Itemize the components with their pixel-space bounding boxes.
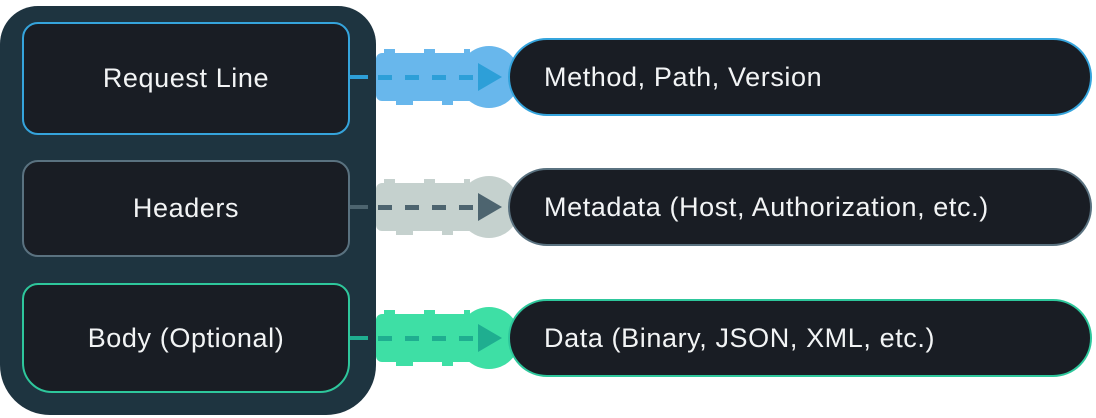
node-body-optional: Body (Optional) — [22, 283, 350, 393]
arrow-headers — [350, 175, 520, 239]
detail-metadata: Metadata (Host, Authorization, etc.) — [508, 168, 1092, 246]
dashed-line — [378, 205, 478, 210]
detail-label: Data (Binary, JSON, XML, etc.) — [544, 322, 936, 353]
node-body-optional-label: Body (Optional) — [87, 322, 285, 353]
node-headers: Headers — [22, 160, 350, 257]
node-headers-label: Headers — [132, 193, 240, 223]
detail-label: Metadata (Host, Authorization, etc.) — [544, 191, 989, 222]
node-request-line-label: Request Line — [102, 63, 270, 93]
node-request-line: Request Line — [22, 22, 350, 135]
connector-stub — [350, 205, 368, 209]
arrowhead-icon — [478, 63, 502, 91]
arrowhead-icon — [478, 193, 502, 221]
dashed-line — [378, 336, 478, 341]
detail-label: Method, Path, Version — [544, 61, 823, 92]
connector-stub — [350, 75, 368, 79]
connector-stub — [350, 336, 368, 340]
detail-method-path-version: Method, Path, Version — [508, 38, 1092, 116]
detail-data: Data (Binary, JSON, XML, etc.) — [508, 299, 1092, 377]
dashed-line — [378, 75, 478, 80]
arrow-request-line — [350, 45, 520, 109]
arrowhead-icon — [478, 324, 502, 352]
arrow-body — [350, 306, 520, 370]
